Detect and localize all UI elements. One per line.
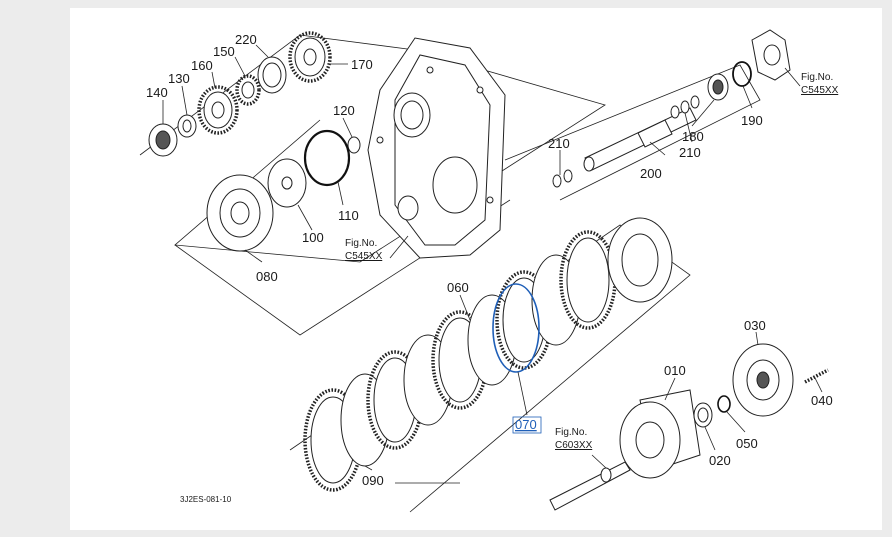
gear-150: [235, 74, 261, 106]
callout-100[interactable]: 100: [302, 230, 324, 245]
callout-110[interactable]: 110: [338, 208, 359, 223]
callout-150[interactable]: 150: [213, 44, 235, 59]
piston-030: [732, 343, 794, 417]
shaft-group-outline: [504, 64, 761, 201]
clutch-drum-010: [619, 389, 701, 479]
shaft-200: [583, 107, 697, 172]
spring-040: [804, 368, 829, 384]
ring-220: [257, 56, 287, 94]
fig-ref-cover-label: Fig.No.: [801, 72, 833, 83]
callout-210-right[interactable]: 210: [679, 145, 701, 160]
callout-010[interactable]: 010: [664, 363, 686, 378]
separator-plate-070: [492, 283, 540, 373]
callout-210-left[interactable]: 210: [548, 136, 570, 151]
highlight-box: [512, 416, 542, 434]
callout-050[interactable]: 050: [736, 436, 758, 451]
callout-190[interactable]: 190: [741, 113, 763, 128]
collar-130: [177, 114, 197, 138]
callout-090[interactable]: 090: [362, 473, 384, 488]
clutch-disc-stack: [340, 217, 673, 467]
fig-ref-housing-code[interactable]: C545XX: [345, 251, 383, 262]
callout-180[interactable]: 180: [682, 129, 704, 144]
callout-140[interactable]: 140: [146, 85, 168, 100]
callout-020[interactable]: 020: [709, 453, 731, 468]
callout-160[interactable]: 160: [191, 58, 213, 73]
drawing-code: 3J2ES-081-10: [180, 495, 232, 504]
carrier-plate-080: [206, 174, 274, 252]
callout-200[interactable]: 200: [640, 166, 662, 181]
bearing-180: [707, 73, 729, 101]
transmission-housing: [367, 37, 506, 259]
seal-rings-210-left: [552, 169, 573, 188]
callout-130[interactable]: 130: [168, 71, 190, 86]
input-shaft: [549, 461, 631, 511]
callout-030[interactable]: 030: [744, 318, 766, 333]
leader-lines: [162, 44, 823, 484]
callout-220[interactable]: 220: [235, 32, 257, 47]
shim-100: [267, 158, 307, 208]
o-ring-110: [303, 129, 351, 187]
seal-020: [693, 402, 713, 428]
bearing-140: [148, 123, 178, 157]
seal-rings-210-right: [670, 95, 700, 119]
callout-060[interactable]: 060: [447, 280, 469, 295]
callout-170[interactable]: 170: [351, 57, 373, 72]
fig-ref-shaft-code[interactable]: C603XX: [555, 440, 593, 451]
gear-170: [288, 31, 332, 83]
end-cover: [751, 29, 791, 81]
callout-070-highlighted[interactable]: 070: [515, 417, 537, 432]
snap-ring-190: [732, 61, 752, 87]
fig-ref-cover-code[interactable]: C545XX: [801, 85, 839, 96]
fig-ref-housing-label: Fig.No.: [345, 238, 377, 249]
o-ring-120: [347, 136, 361, 154]
gear-160: [197, 85, 239, 135]
callout-080[interactable]: 080: [256, 269, 278, 284]
callout-120[interactable]: 120: [333, 103, 355, 118]
snap-ring-050: [717, 395, 731, 413]
fig-ref-shaft-label: Fig.No.: [555, 427, 587, 438]
callout-040[interactable]: 040: [811, 393, 833, 408]
